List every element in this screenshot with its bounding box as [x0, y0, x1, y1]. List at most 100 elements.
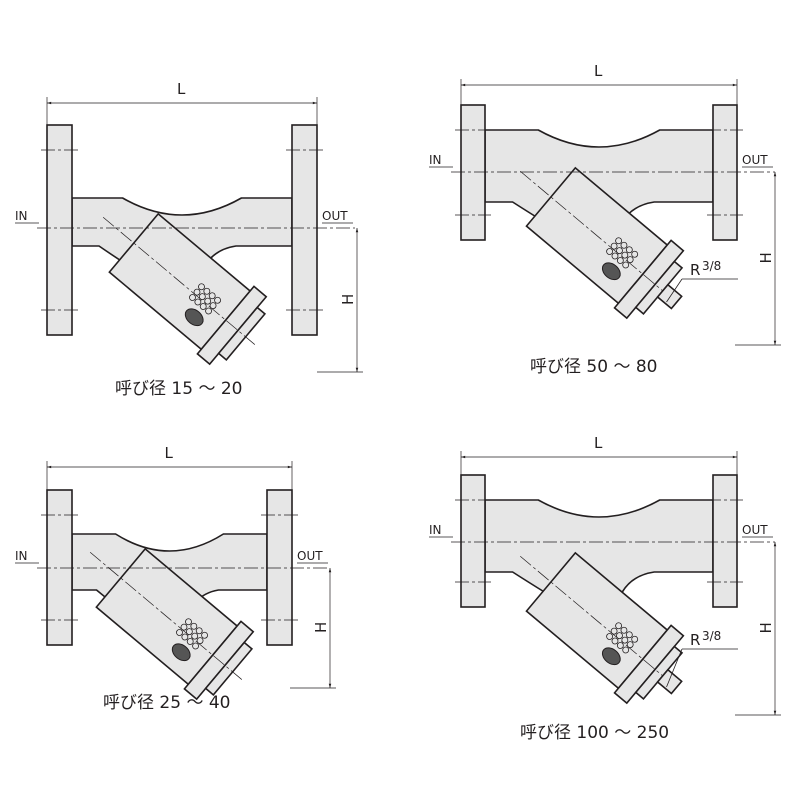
screen-hole	[193, 288, 201, 296]
outlet-flange	[712, 104, 738, 241]
nominal-size-caption: 呼び径 25 ～ 40	[103, 693, 230, 713]
mesh-screen	[601, 647, 621, 666]
outlet-flange	[266, 489, 293, 646]
screen-hole	[625, 631, 633, 639]
screen-hole	[195, 627, 203, 635]
screen-hole	[192, 642, 199, 650]
height-label: H	[757, 622, 775, 633]
nominal-size-caption: 呼び径 100 ～ 250	[520, 723, 669, 743]
screen-hole	[180, 623, 188, 631]
screen-centerline	[520, 171, 674, 301]
screen-hole	[189, 294, 196, 301]
screen-hole	[622, 646, 630, 654]
screen-hole	[610, 627, 618, 635]
inlet-label: IN	[429, 153, 442, 167]
screen-hole	[185, 628, 193, 636]
length-label: L	[177, 80, 186, 98]
inlet-flange	[46, 489, 73, 646]
screen-hole	[606, 633, 614, 640]
screen-hole	[631, 635, 639, 643]
screen-hole	[214, 296, 221, 304]
screen-hole	[616, 642, 624, 649]
inlet-label: IN	[15, 209, 28, 223]
screen-hole	[626, 256, 634, 264]
screen-hole	[209, 302, 217, 310]
strainer-diagram-1: L H IN OUT 呼び径 15 ～ 20	[15, 80, 363, 399]
strainer-diagram-3: L H IN OUT 呼び径 25 ～ 40	[15, 444, 336, 713]
mesh-screen	[601, 262, 621, 281]
thread-size: 3/8	[702, 259, 721, 273]
screen-hole	[191, 632, 199, 640]
inlet-flange	[46, 124, 73, 336]
screen-hole	[620, 626, 628, 634]
height-label: H	[757, 252, 775, 263]
screen-hole	[615, 237, 623, 245]
screen-hole	[208, 292, 216, 300]
screen-hole	[186, 638, 194, 645]
screen-hole	[190, 622, 198, 630]
height-label: H	[339, 294, 357, 305]
strainer-screen-chamber	[520, 166, 685, 320]
screen-hole	[205, 307, 212, 315]
screen-hole	[185, 618, 192, 626]
outlet-label: OUT	[297, 549, 323, 563]
outlet-label: OUT	[322, 209, 348, 223]
screen-hole	[621, 251, 629, 259]
screen-hole	[622, 261, 630, 269]
inlet-flange	[460, 104, 486, 241]
valve-body	[484, 499, 714, 618]
screen-hole	[626, 641, 634, 649]
screen-hole	[176, 629, 183, 636]
screen-hole	[611, 637, 619, 645]
inlet-flange	[460, 474, 486, 608]
strainer-screen-chamber	[89, 547, 255, 701]
length-label: L	[594, 62, 603, 80]
thread-leader-arrow	[666, 648, 683, 688]
screen-centerline	[89, 552, 244, 682]
screen-centerline	[102, 217, 257, 347]
length-label: L	[165, 444, 174, 462]
thread-leader-arrow	[666, 278, 683, 303]
outlet-label: OUT	[742, 153, 768, 167]
strainer-screen-chamber	[102, 212, 268, 366]
screen-hole	[621, 636, 629, 644]
screen-hole	[201, 631, 208, 639]
length-label: L	[594, 434, 603, 452]
nominal-size-caption: 呼び径 15 ～ 20	[115, 379, 242, 399]
thread-label: R	[690, 631, 700, 649]
screen-hole	[606, 248, 614, 255]
screen-hole	[203, 287, 211, 295]
outlet-flange	[291, 124, 318, 336]
mesh-screen	[171, 643, 191, 662]
screen-hole	[616, 257, 624, 264]
screen-hole	[625, 246, 633, 254]
mesh-screen	[184, 308, 204, 327]
screen-hole	[199, 303, 207, 310]
nominal-size-caption: 呼び径 50 ～ 80	[530, 357, 657, 377]
screen-hole	[181, 633, 189, 641]
screen-hole	[198, 293, 206, 301]
outlet-flange	[712, 474, 738, 608]
screen-hole	[194, 298, 202, 306]
screen-hole	[611, 252, 619, 260]
screen-hole	[204, 297, 212, 305]
screen-hole	[196, 637, 204, 645]
strainer-screen-chamber	[520, 551, 685, 705]
inlet-label: IN	[429, 523, 442, 537]
screen-hole	[631, 250, 639, 258]
screen-hole	[615, 622, 623, 630]
thread-size: 3/8	[702, 629, 721, 643]
drain-plug	[656, 668, 683, 695]
height-label: H	[312, 622, 330, 633]
screen-hole	[616, 247, 623, 255]
thread-label: R	[690, 261, 700, 279]
screen-hole	[620, 241, 628, 249]
screen-centerline	[520, 556, 674, 686]
screen-hole	[616, 632, 623, 640]
inlet-label: IN	[15, 549, 28, 563]
screen-hole	[610, 242, 618, 250]
drain-plug	[656, 283, 683, 310]
